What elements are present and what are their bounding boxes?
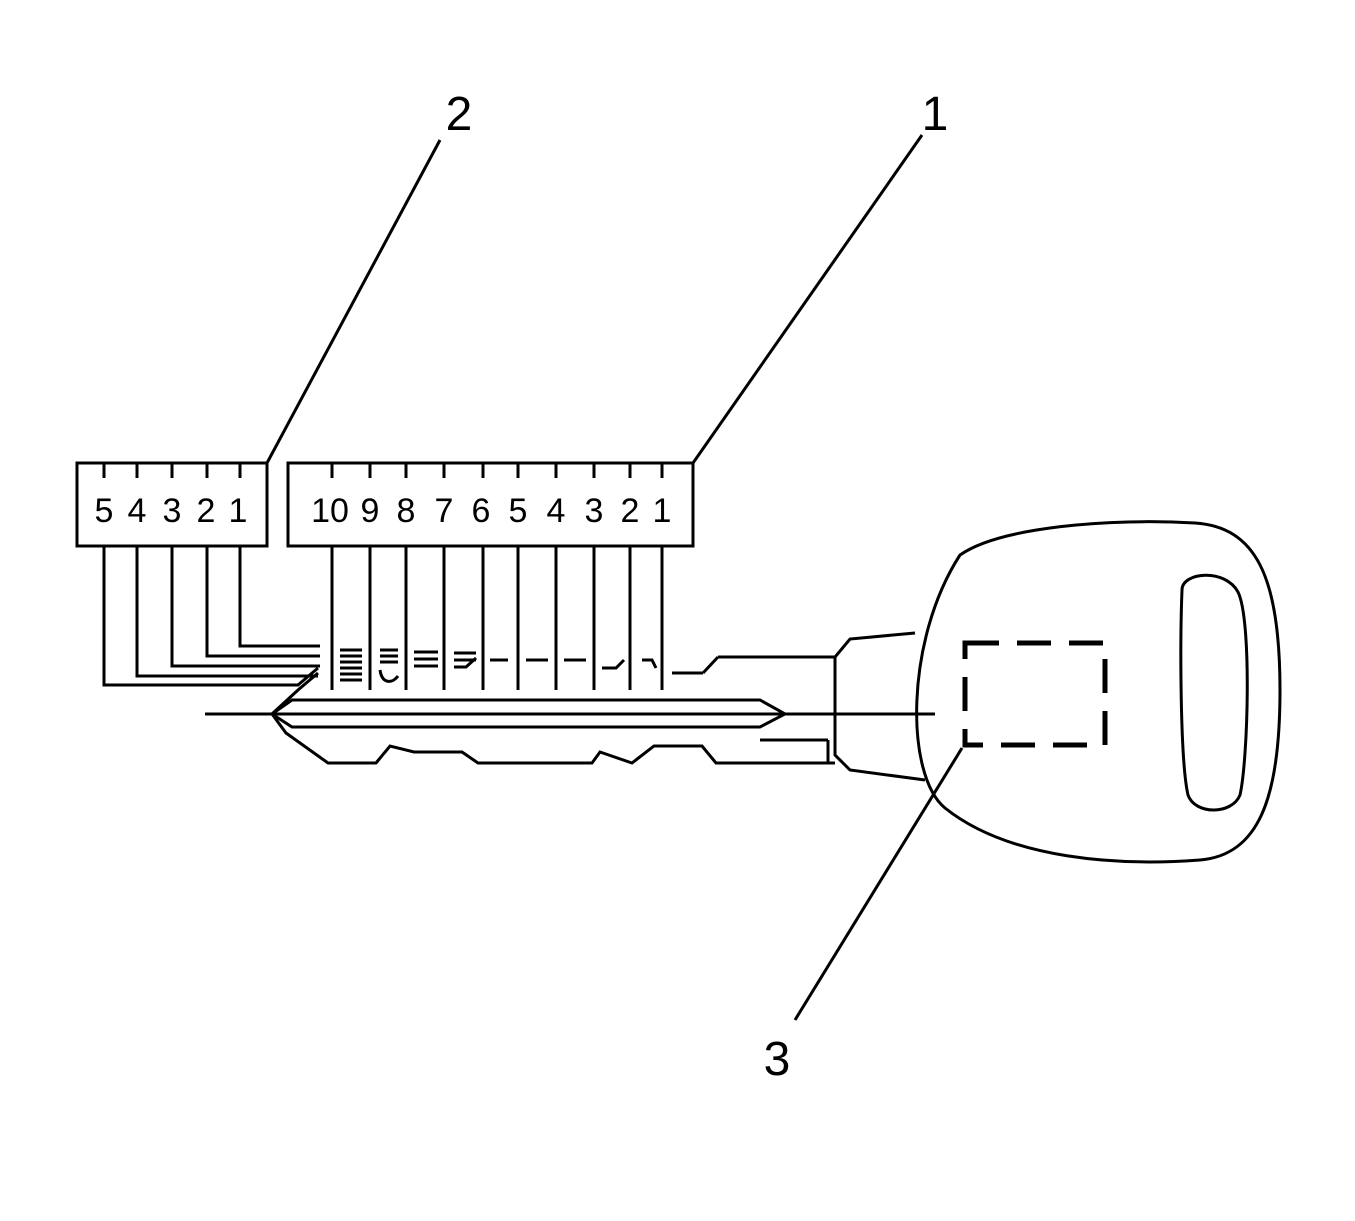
callout-3-leader xyxy=(793,747,964,1021)
callout-1-leader xyxy=(691,134,924,464)
cut-depth-marks xyxy=(340,648,658,683)
blade-cut-label: 1 xyxy=(653,492,672,530)
transponder-chip-outline xyxy=(962,640,1108,748)
blade-cut-leaders xyxy=(330,546,664,690)
callout-3: 3 xyxy=(764,1033,791,1086)
blade-cut-label: 3 xyxy=(585,492,604,530)
blade-cut-code-box xyxy=(286,461,695,548)
key-head-slot xyxy=(1179,573,1249,812)
side-cut-label: 2 xyxy=(197,492,216,530)
side-cut-label: 4 xyxy=(128,492,147,530)
blade-cut-label: 8 xyxy=(397,492,416,530)
blade-cut-label: 6 xyxy=(472,492,491,530)
callout-2: 2 xyxy=(446,88,473,141)
side-cut-label: 5 xyxy=(95,492,114,530)
box-ticks xyxy=(102,463,664,478)
blade-cut-label: 10 xyxy=(311,492,349,530)
key-blade xyxy=(269,671,835,765)
side-cut-label: 1 xyxy=(229,492,248,530)
side-cut-leaders xyxy=(102,546,320,687)
blade-cut-label: 7 xyxy=(435,492,454,530)
blade-cut-label: 2 xyxy=(621,492,640,530)
blade-cut-label: 4 xyxy=(547,492,566,530)
blade-cut-label: 9 xyxy=(361,492,380,530)
callout-1: 1 xyxy=(922,88,949,141)
blade-tip-groove xyxy=(269,698,789,729)
callout-2-leader xyxy=(265,139,442,464)
key-collar xyxy=(833,631,926,782)
side-cut-label: 3 xyxy=(163,492,182,530)
blade-cut-label: 5 xyxy=(509,492,528,530)
key-head xyxy=(915,520,1282,864)
